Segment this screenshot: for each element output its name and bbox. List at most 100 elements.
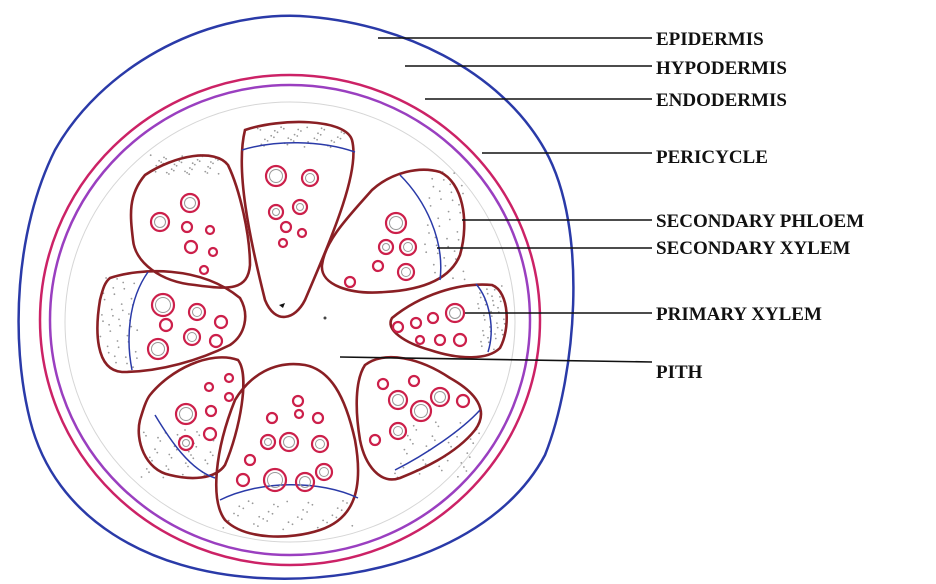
phloem-stipple-dot (118, 346, 120, 348)
xylem-vessel-lumen (404, 243, 413, 252)
phloem-stipple-dot (487, 337, 489, 339)
phloem-stipple-dot (424, 243, 426, 245)
phloem-stipple-dot (404, 449, 406, 451)
xylem-vessel-lumen (188, 333, 197, 342)
phloem-stipple-dot (297, 516, 299, 518)
phloem-stipple-dot (122, 282, 124, 284)
phloem-stipple-dot (207, 172, 209, 174)
phloem-stipple-dot (262, 518, 264, 520)
xylem-vessel-lumen (383, 244, 390, 251)
phloem-stipple-dot (438, 426, 440, 428)
xylem-vessel (454, 334, 466, 346)
phloem-stipple-dot (322, 520, 324, 522)
phloem-stipple-dot (168, 469, 170, 471)
phloem-stipple-dot (198, 434, 200, 436)
xylem-vessel-lumen (185, 198, 196, 209)
phloem-stipple-dot (459, 212, 461, 214)
xylem-vessel-lumen (306, 174, 315, 183)
phloem-stipple-dot (494, 333, 496, 335)
vascular-bundle (322, 170, 466, 293)
xylem-vessel (281, 222, 291, 232)
phloem-stipple-dot (482, 330, 484, 332)
endodermis-ring (40, 75, 540, 565)
xylem-vessel (206, 226, 214, 234)
phloem-stipple-dot (480, 341, 482, 343)
phloem-stipple-dot (314, 137, 316, 139)
phloem-stipple-dot (477, 303, 479, 305)
phloem-stipple-dot (306, 511, 308, 513)
phloem-stipple-dot (155, 171, 157, 173)
phloem-stipple-dot (413, 425, 415, 427)
phloem-stipple-dot (277, 506, 279, 508)
cambium-line (129, 272, 148, 370)
phloem-stipple-dot (287, 137, 289, 139)
xylem-vessel (411, 318, 421, 328)
phloem-stipple-dot (257, 525, 259, 527)
phloem-stipple-dot (501, 329, 503, 331)
phloem-stipple-dot (159, 440, 161, 442)
phloem-stipple-dot (181, 162, 183, 164)
xylem-vessel (261, 435, 275, 449)
phloem-stipple-dot (434, 272, 436, 274)
phloem-stipple-dot (450, 446, 452, 448)
xylem-vessel (295, 410, 303, 418)
xylem-vessel (435, 335, 445, 345)
phloem-stipple-dot (312, 504, 314, 506)
phloem-stipple-dot (336, 517, 338, 519)
xylem-vessel-lumen (273, 209, 280, 216)
phloem-stipple-dot (148, 471, 150, 473)
bundle-outline (357, 357, 481, 479)
label-hypodermis: HYPODERMIS (656, 58, 787, 79)
xylem-vessel (316, 464, 332, 480)
phloem-stipple-dot (460, 462, 462, 464)
phloem-stipple-dot (165, 465, 167, 467)
phloem-stipple-dot (302, 509, 304, 511)
phloem-stipple-dot (472, 442, 474, 444)
phloem-stipple-dot (463, 466, 465, 468)
phloem-stipple-dot (209, 167, 211, 169)
phloem-stipple-dot (158, 160, 160, 162)
phloem-stipple-dot (503, 318, 505, 320)
xylem-vessel-lumen (390, 217, 403, 230)
phloem-stipple-dot (283, 128, 285, 130)
phloem-stipple-dot (341, 509, 343, 511)
phloem-stipple-dot (156, 452, 158, 454)
phloem-stipple-dot (133, 283, 135, 285)
xylem-vessel (151, 213, 169, 231)
phloem-stipple-dot (288, 521, 290, 523)
phloem-stipple-dot (177, 434, 179, 436)
phloem-stipple-dot (212, 163, 214, 165)
xylem-vessel (298, 229, 306, 237)
pith-mark (279, 303, 285, 308)
phloem-stipple-dot (119, 325, 121, 327)
xylem-vessel (293, 200, 307, 214)
phloem-stipple-dot (479, 292, 481, 294)
phloem-stipple-dot (116, 278, 118, 280)
phloem-stipple-dot (499, 296, 501, 298)
phloem-stipple-dot (453, 172, 455, 174)
phloem-stipple-dot (481, 345, 483, 347)
phloem-stipple-dot (191, 169, 193, 171)
phloem-stipple-dot (454, 250, 456, 252)
phloem-stipple-dot (100, 336, 102, 338)
phloem-stipple-dot (182, 474, 184, 476)
bundle-outline (131, 155, 250, 287)
phloem-stipple-dot (300, 130, 302, 132)
phloem-stipple-dot (187, 466, 189, 468)
phloem-stipple-dot (131, 298, 133, 300)
xylem-vessel (428, 313, 438, 323)
phloem-stipple-dot (204, 459, 206, 461)
phloem-stipple-dot (287, 144, 289, 146)
phloem-stipple-dot (426, 445, 428, 447)
phloem-stipple-dot (168, 454, 170, 456)
phloem-stipple-dot (457, 476, 459, 478)
phloem-stipple-dot (333, 141, 335, 143)
xylem-vessel (400, 239, 416, 255)
xylem-vessel-lumen (156, 298, 171, 313)
xylem-vessel (179, 436, 193, 450)
phloem-stipple-dot (266, 520, 268, 522)
phloem-stipple-dot (458, 239, 460, 241)
phloem-stipple-dot (252, 502, 254, 504)
phloem-stipple-dot (122, 310, 124, 312)
phloem-stipple-dot (433, 264, 435, 266)
